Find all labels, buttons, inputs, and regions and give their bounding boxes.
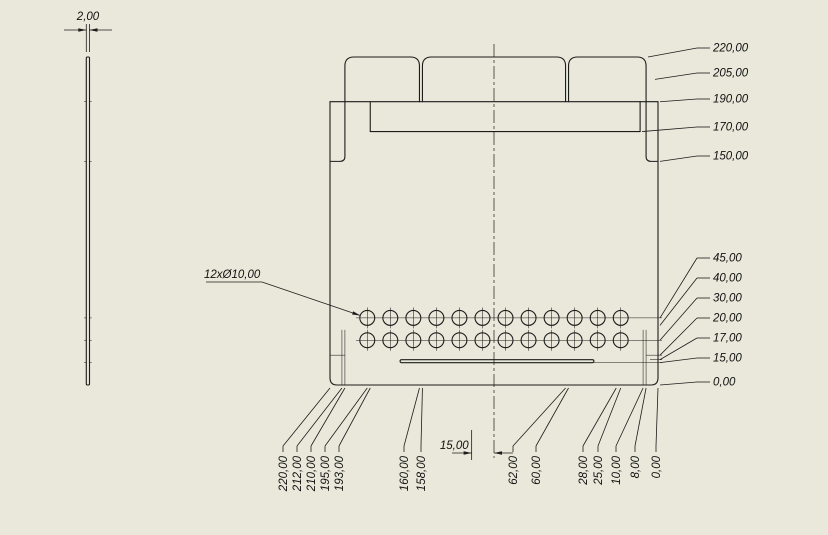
dimension-label[interactable]: 20,00: [712, 313, 742, 325]
arrowhead: [494, 451, 502, 455]
top-tab-outline[interactable]: [568, 56, 647, 103]
dimension-leader[interactable]: [634, 387, 647, 447]
dimension-leader[interactable]: [655, 387, 659, 447]
dimension-label[interactable]: 60,00: [531, 455, 543, 484]
arrowhead: [89, 28, 98, 32]
arrowhead: [352, 311, 361, 316]
dimension-label[interactable]: 17,00: [713, 333, 742, 345]
dimension-leader[interactable]: [282, 387, 331, 447]
slot[interactable]: [399, 359, 595, 364]
dimension-label[interactable]: 2,00: [76, 11, 100, 23]
dimension-label[interactable]: 220,00: [278, 455, 290, 492]
callout-leader[interactable]: [261, 281, 361, 316]
dimension-leader[interactable]: [659, 297, 698, 341]
dimension-label[interactable]: 40,00: [713, 273, 742, 285]
dimension-label[interactable]: 25,00: [593, 455, 605, 485]
dimension-label[interactable]: 195,00: [320, 455, 332, 491]
dimension-leader[interactable]: [659, 317, 698, 356]
dimension-leader[interactable]: [310, 387, 346, 447]
dimension-label[interactable]: 158,00: [416, 455, 428, 491]
dimension-label[interactable]: 62,00: [508, 455, 520, 484]
dimension-leader[interactable]: [512, 387, 566, 447]
side-view-profile[interactable]: [85, 56, 91, 386]
dimension-label[interactable]: 10,00: [611, 455, 623, 484]
dimension-leader[interactable]: [597, 387, 622, 447]
dimension-leader[interactable]: [659, 98, 698, 103]
dimension-leader[interactable]: [659, 257, 698, 319]
dimension-leader[interactable]: [654, 72, 698, 80]
dimension-leader[interactable]: [296, 387, 343, 447]
arrowhead: [78, 28, 87, 32]
dimension-leader[interactable]: [420, 387, 423, 447]
hole-callout-label[interactable]: 12xØ10,00: [204, 269, 261, 281]
dimension-label[interactable]: 210,00: [306, 455, 318, 492]
dimension-label[interactable]: 190,00: [713, 94, 749, 106]
dimension-label[interactable]: 170,00: [713, 122, 749, 134]
dimension-leader[interactable]: [659, 155, 698, 162]
dimension-leader[interactable]: [659, 337, 698, 360]
dimension-label[interactable]: 193,00: [334, 455, 346, 491]
dimension-label[interactable]: 0,00: [713, 377, 736, 389]
right-flap[interactable]: [645, 101, 659, 162]
dimension-leader[interactable]: [324, 387, 368, 447]
dimension-label[interactable]: 15,00: [440, 440, 469, 452]
dimension-label[interactable]: 150,00: [713, 151, 749, 163]
dimension-leader[interactable]: [535, 387, 569, 447]
dimension-leader[interactable]: [338, 387, 371, 447]
dimension-label[interactable]: 212,00: [292, 455, 304, 492]
arrowhead: [463, 451, 472, 455]
dimension-label[interactable]: 205,00: [712, 68, 749, 80]
dimension-label[interactable]: 45,00: [713, 253, 742, 265]
dimension-leader[interactable]: [659, 277, 698, 326]
dimension-label[interactable]: 0,00: [651, 455, 663, 478]
dimension-leader[interactable]: [403, 387, 420, 447]
dimension-label[interactable]: 8,00: [630, 455, 642, 478]
top-tab-outline[interactable]: [344, 56, 421, 103]
left-flap[interactable]: [329, 101, 346, 162]
dimension-label[interactable]: 30,00: [713, 293, 742, 305]
dimension-leader[interactable]: [647, 47, 698, 58]
dimension-leader[interactable]: [641, 126, 698, 132]
dimension-leader[interactable]: [659, 381, 698, 386]
dimension-label[interactable]: 28,00: [578, 455, 590, 485]
dimension-leader[interactable]: [659, 357, 698, 364]
dimension-leader[interactable]: [582, 387, 617, 447]
dimension-label[interactable]: 15,00: [713, 353, 742, 365]
dimension-label[interactable]: 160,00: [399, 455, 411, 491]
dimension-label[interactable]: 220,00: [712, 43, 749, 55]
dimension-leader[interactable]: [615, 387, 644, 447]
